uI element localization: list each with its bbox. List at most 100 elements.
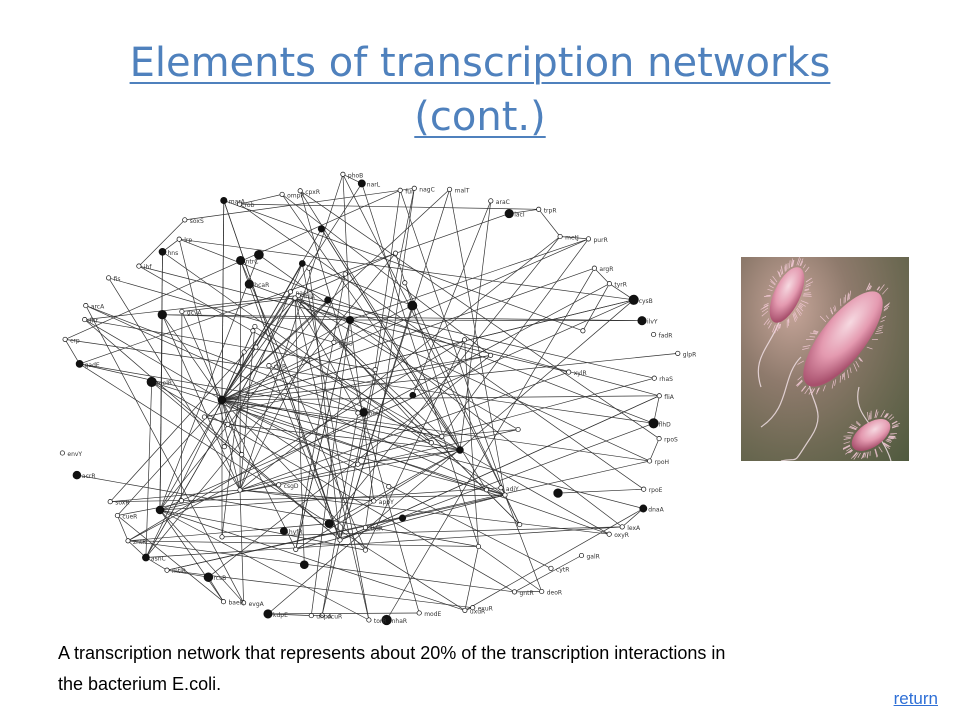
network-node — [298, 260, 306, 267]
pilus — [813, 332, 818, 334]
pilus — [883, 305, 890, 311]
return-link[interactable]: return — [893, 689, 938, 708]
network-node — [656, 436, 662, 442]
pilus — [856, 420, 861, 426]
network-edge — [166, 569, 209, 578]
network-node — [155, 505, 165, 515]
network-node-label: nac — [296, 290, 307, 297]
network-node-label: modE — [424, 611, 441, 618]
network-node-label: dnaA — [648, 507, 664, 514]
pilus — [811, 388, 815, 393]
pilus — [884, 412, 889, 418]
pilus — [769, 279, 776, 285]
network-edge — [449, 189, 506, 496]
network-edge — [239, 326, 256, 491]
network-node-labels: gadEcrpfnrarcAfisihfhnslrpsoxSmarArobomp… — [67, 172, 696, 625]
pilus — [804, 266, 810, 273]
network-node — [517, 522, 523, 528]
network-node-label: envY — [67, 451, 82, 458]
network-edge — [294, 297, 660, 397]
network-edge — [159, 509, 370, 621]
network-node — [62, 336, 68, 342]
network-node-label: nagC — [419, 186, 434, 193]
pilus — [813, 330, 819, 333]
network-node — [381, 614, 392, 626]
network-node — [566, 369, 572, 375]
network-node-label: gadE — [85, 362, 100, 369]
network-node-label: baeR — [229, 600, 244, 607]
network-edge — [221, 299, 634, 401]
network-edge — [361, 183, 479, 547]
network-node — [639, 504, 648, 513]
network-edge — [221, 399, 610, 535]
network-edge — [441, 238, 589, 437]
pilus — [874, 449, 878, 458]
pilus — [796, 380, 803, 387]
pilus — [792, 260, 795, 267]
network-edge — [294, 297, 370, 621]
network-node-label: galR — [587, 554, 600, 561]
network-node — [428, 440, 434, 446]
network-edge — [221, 399, 644, 509]
network-edge — [281, 194, 461, 451]
network-node — [244, 279, 254, 289]
pilus — [882, 287, 889, 295]
flagellum — [757, 316, 782, 388]
network-edge — [161, 314, 241, 491]
network-node-label: crp — [70, 337, 80, 344]
pilus — [803, 292, 811, 294]
network-edge — [294, 297, 305, 565]
network-node — [402, 280, 408, 286]
bacterium-cell-small-bottom — [851, 419, 891, 451]
pilus — [801, 385, 806, 392]
pilus — [874, 448, 879, 457]
network-node — [416, 610, 422, 616]
network-edge — [302, 263, 413, 306]
network-node — [253, 344, 259, 350]
network-node-label: ttdR — [370, 526, 383, 533]
network-node-label: uhpA — [316, 614, 332, 621]
slide-title-line-2: (cont.) — [414, 94, 546, 140]
pilus — [777, 324, 780, 332]
slide-title-line-1: Elements of transcription networks — [129, 40, 831, 86]
network-node — [125, 538, 131, 544]
network-edge — [166, 569, 473, 609]
network-node — [225, 421, 231, 427]
network-node — [299, 560, 309, 570]
network-edge — [221, 526, 623, 538]
network-edge — [181, 311, 183, 501]
network-node-label: tyrR — [614, 282, 627, 289]
pilus — [819, 315, 827, 323]
pilus — [847, 432, 854, 434]
pilus — [808, 388, 813, 395]
network-edge — [221, 326, 256, 401]
pilus — [805, 284, 811, 288]
pilus — [797, 376, 802, 381]
network-node — [236, 255, 246, 266]
network-node — [241, 600, 247, 606]
network-edge — [349, 319, 643, 322]
pilus — [891, 421, 898, 425]
network-node-label: acrR — [82, 473, 96, 480]
network-edge — [84, 319, 223, 401]
pilus — [892, 425, 900, 429]
pilus — [857, 452, 861, 458]
network-edge — [145, 381, 153, 558]
network-node — [324, 519, 334, 529]
pilus — [778, 271, 781, 277]
network-node — [447, 186, 453, 192]
flagellum — [780, 366, 819, 461]
network-edge — [110, 489, 241, 503]
pilus — [891, 420, 898, 425]
network-node — [647, 458, 653, 464]
pilus — [883, 413, 888, 418]
network-edge — [85, 305, 364, 413]
pilus — [794, 311, 798, 319]
pilus — [866, 411, 869, 421]
pilus — [880, 319, 885, 323]
network-edge — [184, 189, 401, 221]
network-edge — [339, 305, 413, 541]
network-edge — [127, 540, 479, 547]
network-edge — [297, 295, 432, 443]
network-node — [619, 524, 625, 530]
